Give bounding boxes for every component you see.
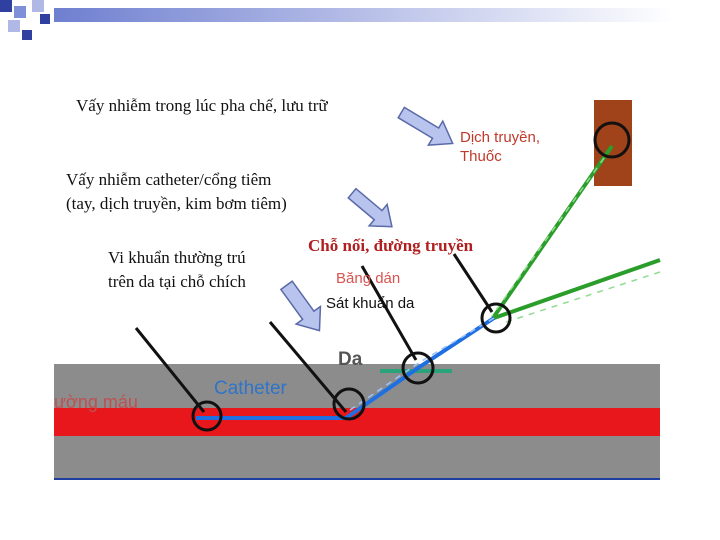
highlight-circle-insertion-site [401,351,435,385]
secondary-infusion-line [493,258,661,320]
label-line: Vấy nhiễm catheter/cổng tiêm [66,170,272,189]
highlight-circle-catheter-tip [332,387,366,421]
label-fluid-drug: Dịch truyền, Thuốc [460,128,540,166]
deco-square [14,6,26,18]
highlight-circle-vessel-entry [191,400,223,432]
pointer-line [134,327,206,413]
catheter-line [196,316,496,420]
label-line: Vi khuẩn thường trú [108,248,246,267]
infusion-line [491,144,614,320]
deco-square [32,0,44,12]
highlight-circle-connector [480,302,512,334]
deco-square [22,30,32,40]
arrow-catheter-port [347,187,393,228]
pointer-line [360,265,418,361]
label-line: Thuốc [460,148,502,165]
infusion-line-dashed [491,157,605,317]
label-vessel: ường máu [54,392,164,413]
label-antiseptic: Sát khuẩn da [326,295,415,312]
deco-square [40,14,50,24]
secondary-infusion-dashed [499,271,661,325]
label-vessel-text: ường máu [54,392,138,412]
deco-square [8,20,20,32]
label-skin-bacteria: Vi khuẩn thường trú trên da tại chỗ chíc… [108,246,246,294]
pointer-line [268,321,348,413]
arrow-prep-storage [397,106,454,146]
label-skin: Da [338,349,363,370]
label-line: Dịch truyền, [460,129,541,146]
label-line: trên da tại chỗ chích [108,272,246,291]
deco-square [0,0,12,12]
skin-layer [54,364,660,408]
header-gradient-strip [54,8,674,22]
fluid-bag [594,100,632,186]
label-catheter: Catheter [214,378,287,399]
highlight-circle-fluid-bag [593,121,631,159]
label-dressing: Băng dán [336,270,401,287]
pointer-line [452,253,494,313]
decorative-header-bar [0,0,674,40]
label-line: (tay, dịch truyền, kim bơm tiêm) [66,194,287,213]
tissue-layer [54,436,660,478]
arrow-skin-bacteria [279,280,322,332]
label-connections: Chỗ nối, đường truyền [308,236,474,255]
label-contamination-prep-storage: Vấy nhiễm trong lúc pha chế, lưu trữ [76,96,328,115]
label-contamination-catheter-port: Vấy nhiễm catheter/cổng tiêm (tay, dịch … [66,168,287,216]
